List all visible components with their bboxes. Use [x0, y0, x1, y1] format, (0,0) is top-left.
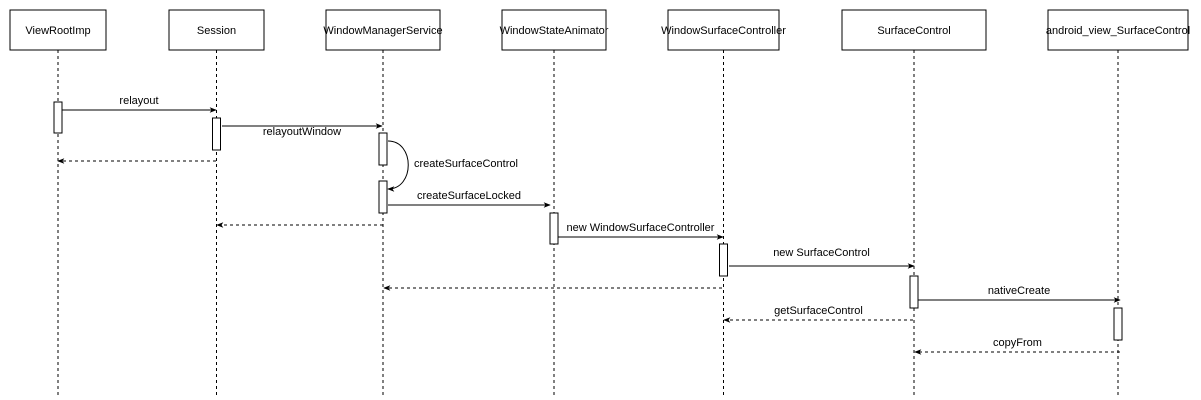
participant-box: [1047, 9, 1189, 51]
participant-wsc: WindowSurfaceController: [661, 9, 786, 51]
participant-box: [501, 9, 607, 51]
message-label: copyFrom: [993, 337, 1042, 349]
participant-label: Session: [197, 25, 236, 37]
participant-box: [9, 9, 107, 51]
message-label: createSurfaceControl: [414, 158, 518, 170]
message-label: relayout: [119, 95, 158, 107]
participant-label: SurfaceControl: [877, 25, 950, 37]
participant-wsa: WindowStateAnimator: [500, 9, 609, 51]
participant-box: [841, 9, 987, 51]
message-label: createSurfaceLocked: [417, 190, 521, 202]
message-call: createSurfaceLocked: [388, 190, 551, 208]
message-return: copyFrom: [914, 337, 1120, 355]
activation-bar-native: [1113, 307, 1123, 341]
message-return: getSurfaceControl: [723, 305, 913, 323]
message-label: new SurfaceControl: [773, 247, 870, 259]
participant-native: android_view_SurfaceControl: [1046, 9, 1190, 51]
message-call: nativeCreate: [918, 285, 1121, 303]
self-call-arrow: [387, 140, 409, 192]
message-label: new WindowSurfaceController: [567, 222, 715, 234]
message-call: relayout: [62, 95, 217, 113]
message-label: nativeCreate: [988, 285, 1050, 297]
message-call: new SurfaceControl: [729, 247, 915, 269]
activation-bar-viewrootimp: [53, 101, 63, 134]
participant-session: Session: [168, 9, 265, 51]
participant-wms: WindowManagerService: [323, 9, 443, 51]
activation-bar-session: [212, 117, 221, 151]
participant-box: [325, 9, 441, 51]
activation-bar-wms: [378, 132, 388, 166]
participant-box: [667, 9, 780, 51]
participant-label: WindowSurfaceController: [661, 25, 786, 37]
activation-bar-wsc: [719, 243, 728, 277]
message-call: relayoutWindow: [222, 123, 383, 138]
participant-label: WindowStateAnimator: [500, 25, 609, 37]
participant-label: android_view_SurfaceControl: [1046, 25, 1190, 37]
message-call: new WindowSurfaceController: [558, 222, 724, 240]
participant-sc: SurfaceControl: [841, 9, 987, 51]
message-label: getSurfaceControl: [774, 305, 863, 317]
participant-viewrootimp: ViewRootImp: [9, 9, 107, 51]
participant-box: [168, 9, 265, 51]
activation-bar-wsa: [549, 212, 559, 245]
activation-bar-sc: [909, 275, 919, 309]
message-self: createSurfaceControl: [387, 140, 518, 192]
message-label: relayoutWindow: [263, 126, 341, 138]
activation-bar-wms: [378, 180, 388, 214]
participant-label: WindowManagerService: [323, 25, 442, 37]
participant-label: ViewRootImp: [25, 25, 90, 37]
